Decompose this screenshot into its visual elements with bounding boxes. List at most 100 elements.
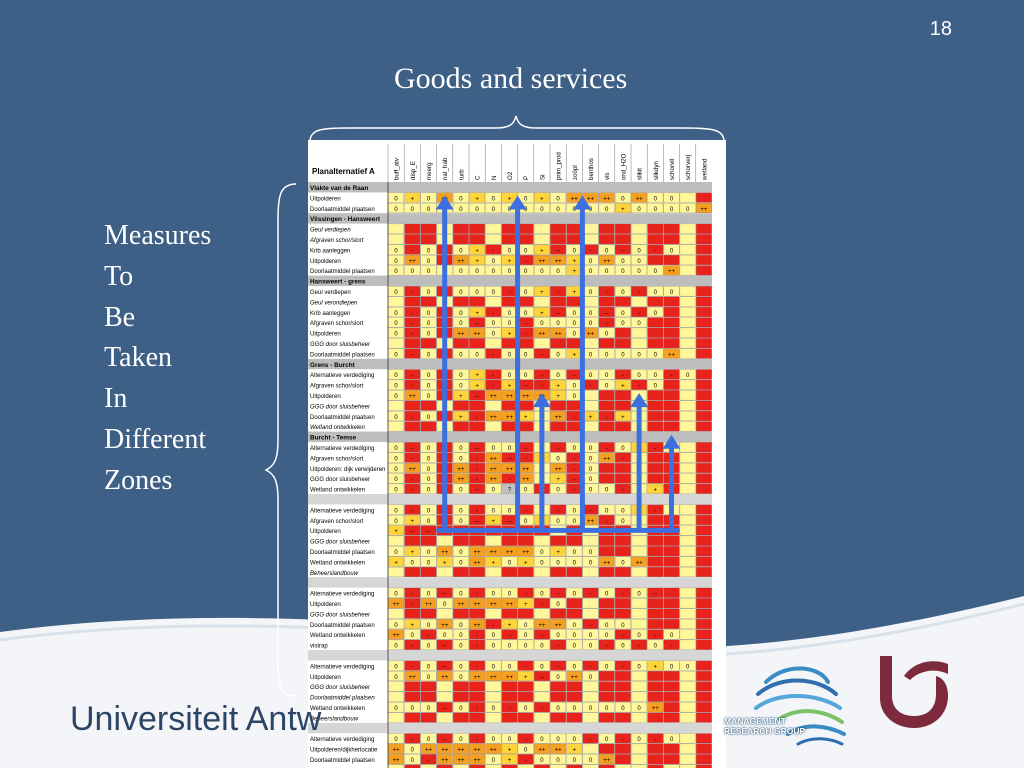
cell-value: + bbox=[508, 384, 512, 390]
matrix-cell bbox=[582, 556, 599, 567]
matrix-cell bbox=[501, 670, 518, 682]
cell-value: 0 bbox=[427, 352, 431, 358]
matrix-cell bbox=[550, 379, 567, 390]
matrix-cell bbox=[695, 514, 712, 526]
cell-value: 0 bbox=[605, 332, 609, 338]
cell-value: ++ bbox=[506, 394, 514, 400]
logo-text: MANAGEMENT RESEARCH GROUP bbox=[724, 716, 806, 736]
matrix-cell bbox=[663, 598, 680, 609]
matrix-cell bbox=[614, 639, 631, 650]
matrix-cell bbox=[533, 608, 550, 619]
cell-value: 0 bbox=[573, 207, 577, 213]
cell-value: + bbox=[524, 415, 528, 421]
matrix-cell bbox=[485, 670, 502, 682]
matrix-cell bbox=[663, 535, 680, 546]
matrix-cell bbox=[614, 660, 631, 671]
matrix-cell bbox=[631, 618, 648, 630]
cell-value: 0 bbox=[556, 352, 560, 358]
cell-value: 0 bbox=[427, 675, 431, 681]
matrix-cell bbox=[485, 223, 502, 234]
matrix-cell bbox=[679, 192, 696, 203]
row-label: Krib aanleggen bbox=[310, 311, 350, 317]
cell-value: ++ bbox=[441, 758, 449, 764]
matrix-cell bbox=[679, 670, 696, 682]
matrix-cell bbox=[679, 327, 696, 338]
matrix-cell bbox=[420, 598, 437, 609]
matrix-cell bbox=[614, 566, 631, 578]
row-label: Wetland ontwikkelen bbox=[310, 633, 365, 639]
cell-value: 0 bbox=[427, 477, 431, 483]
column-header: turb bbox=[458, 169, 465, 180]
matrix-cell bbox=[614, 483, 631, 494]
matrix-cell bbox=[404, 348, 421, 359]
matrix-cell bbox=[469, 296, 486, 307]
cell-value: + bbox=[492, 519, 496, 525]
matrix-cell bbox=[598, 369, 615, 380]
matrix-cell bbox=[452, 390, 469, 401]
matrix-cell bbox=[631, 202, 648, 214]
cell-value: 0 bbox=[394, 519, 398, 525]
matrix-cell bbox=[501, 566, 518, 578]
matrix-cell bbox=[566, 234, 583, 245]
matrix-cell bbox=[550, 442, 567, 453]
matrix-cell bbox=[452, 618, 469, 630]
cell-value: + bbox=[443, 560, 447, 566]
cell-value: 0 bbox=[621, 321, 625, 327]
matrix-cell bbox=[485, 587, 502, 598]
arrow-head bbox=[508, 195, 527, 210]
matrix-cell bbox=[631, 338, 648, 349]
column-header: disp_E bbox=[410, 161, 417, 180]
matrix-cell bbox=[614, 681, 631, 692]
row-label: Doorlaatmiddel plaatsen bbox=[310, 269, 375, 275]
matrix-cell bbox=[501, 733, 518, 744]
cell-value: - bbox=[492, 311, 494, 317]
matrix-cell bbox=[614, 338, 631, 349]
matrix-cell bbox=[533, 254, 550, 266]
row-label: Geul verdiepen bbox=[310, 228, 351, 234]
matrix-cell bbox=[469, 754, 486, 765]
cell-value: ++ bbox=[457, 758, 465, 764]
matrix-cell bbox=[550, 244, 567, 255]
cell-value: - bbox=[411, 311, 413, 317]
matrix-cell bbox=[679, 608, 696, 619]
cell-value: + bbox=[540, 311, 544, 317]
matrix-cell bbox=[485, 192, 502, 203]
cell-value: ++ bbox=[441, 675, 449, 681]
cell-value: 0 bbox=[621, 644, 625, 650]
cell-value: - bbox=[411, 415, 413, 421]
cell-value: - bbox=[476, 477, 478, 483]
column-header: Si bbox=[539, 174, 546, 180]
cell-value: 0 bbox=[524, 311, 528, 317]
matrix-cell bbox=[420, 608, 437, 619]
cell-value: ++ bbox=[393, 602, 401, 608]
cell-value: ++ bbox=[474, 560, 482, 566]
cell-value: 0 bbox=[556, 373, 560, 379]
matrix-cell bbox=[631, 244, 648, 255]
cell-value: - bbox=[622, 456, 624, 462]
cell-value: 0 bbox=[459, 519, 463, 525]
matrix-cell bbox=[452, 442, 469, 453]
matrix-cell bbox=[420, 286, 437, 297]
cell-value: 0 bbox=[394, 592, 398, 598]
cell-value: -- bbox=[475, 519, 479, 525]
cell-value: + bbox=[573, 259, 577, 265]
matrix-cell bbox=[679, 598, 696, 609]
cell-value: + bbox=[475, 259, 479, 265]
cell-value: 0 bbox=[508, 508, 512, 514]
cell-value: 0 bbox=[637, 352, 641, 358]
matrix-cell bbox=[598, 546, 615, 557]
matrix-cell bbox=[647, 556, 664, 567]
matrix-cell bbox=[582, 670, 599, 682]
cell-value: 0 bbox=[524, 248, 528, 254]
matrix-cell bbox=[582, 629, 599, 640]
matrix-cell bbox=[598, 379, 615, 390]
matrix-cell bbox=[598, 504, 615, 515]
matrix-cell bbox=[631, 348, 648, 359]
matrix-cell bbox=[663, 629, 680, 640]
matrix-cell bbox=[663, 691, 680, 702]
matrix-cell bbox=[469, 286, 486, 297]
cell-value: 0 bbox=[589, 644, 593, 650]
matrix-cell bbox=[501, 338, 518, 349]
matrix-cell bbox=[695, 598, 712, 609]
